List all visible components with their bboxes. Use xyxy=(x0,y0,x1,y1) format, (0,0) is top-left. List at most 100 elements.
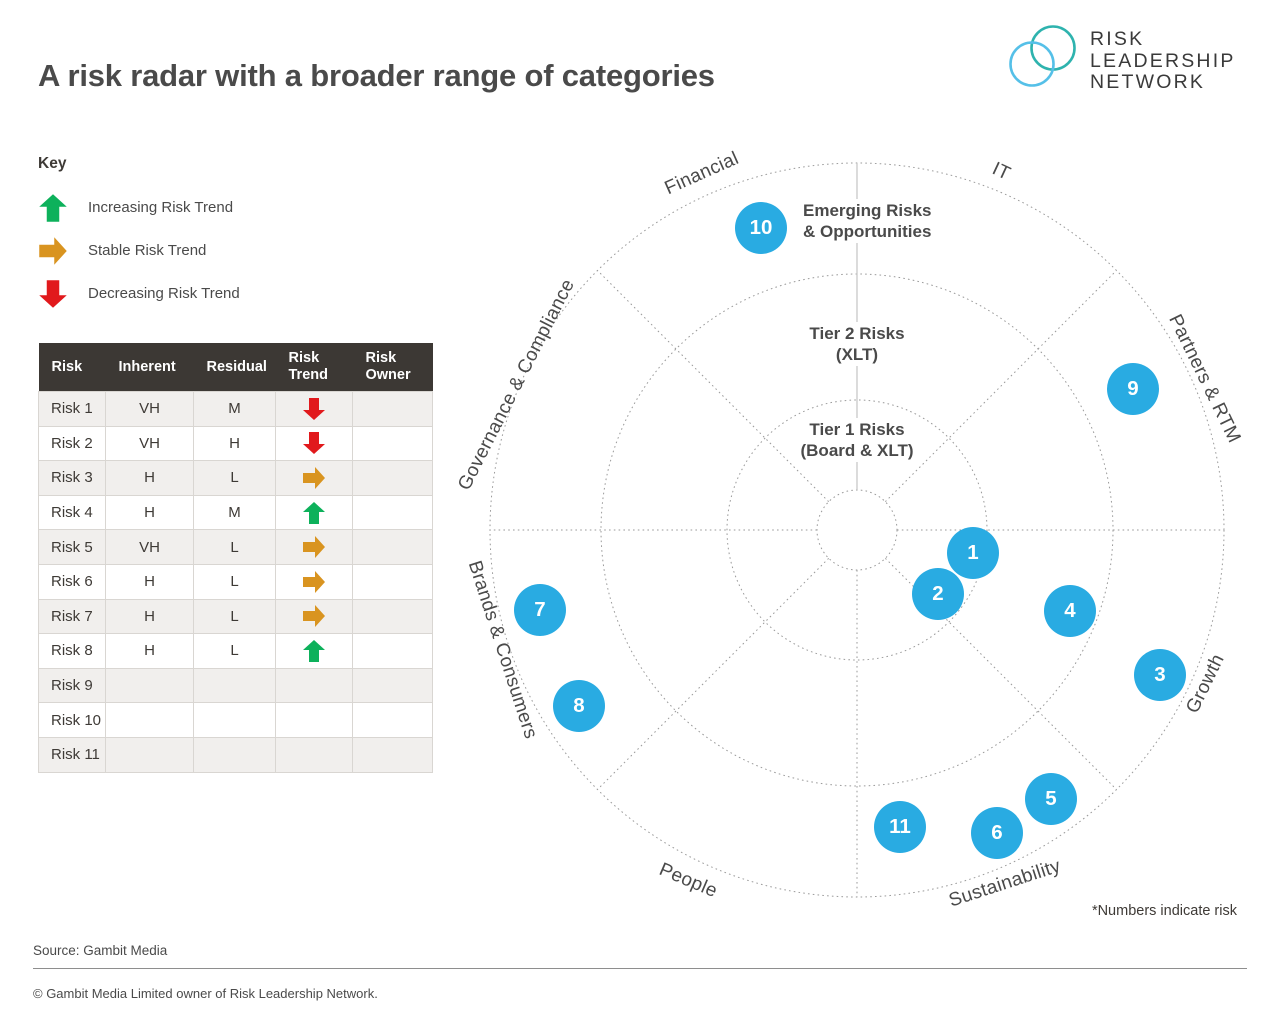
risk-cell: Risk 4 xyxy=(38,494,106,531)
risk-bubble-11: 11 xyxy=(874,801,926,853)
risk-bubble-10: 10 xyxy=(735,202,787,254)
tier1-ring-label: Tier 1 Risks (Board & XLT) xyxy=(797,418,917,462)
legend-item-label: Decreasing Risk Trend xyxy=(88,285,240,302)
sector-divider-line xyxy=(884,270,1117,503)
legend-item-increasing: Increasing Risk Trend xyxy=(38,192,240,223)
owner-cell xyxy=(352,425,433,462)
residual-cell xyxy=(193,736,276,773)
inherent-cell: H xyxy=(105,494,194,531)
header-risk-trend: Risk Trend xyxy=(275,343,353,392)
risk-cell: Risk 7 xyxy=(38,598,106,635)
inherent-cell: H xyxy=(105,563,194,600)
trend-cell xyxy=(275,529,353,565)
page-title: A risk radar with a broader range of cat… xyxy=(38,58,715,93)
outer-ring-label: Emerging Risks & Opportunities xyxy=(800,199,935,243)
ring-hub xyxy=(816,489,898,571)
logo-wordmark: RISK LEADERSHIP NETWORK xyxy=(1090,28,1236,94)
tier2-ring-label-line1: Tier 2 Risks xyxy=(809,324,905,343)
copyright-text: © Gambit Media Limited owner of Risk Lea… xyxy=(33,986,378,1001)
trend-cell xyxy=(275,633,353,669)
legend: Key Increasing Risk Trend Stable Risk Tr… xyxy=(38,155,240,321)
legend-item-label: Stable Risk Trend xyxy=(88,242,207,259)
legend-item-stable: Stable Risk Trend xyxy=(38,235,240,266)
residual-cell xyxy=(193,702,276,738)
legend-title: Key xyxy=(38,155,67,172)
owner-cell xyxy=(352,529,433,565)
risk-bubble-2: 2 xyxy=(912,568,964,620)
legend-item-label: Increasing Risk Trend xyxy=(88,199,234,216)
risk-cell: Risk 8 xyxy=(38,633,106,669)
risk-bubble-6: 6 xyxy=(971,807,1023,859)
residual-cell: M xyxy=(193,391,276,427)
trend-cell xyxy=(275,494,353,531)
increasing-trend-arrow-icon xyxy=(38,192,68,223)
table-row: Risk 10 xyxy=(38,702,433,738)
tier2-ring-label: Tier 2 Risks (XLT) xyxy=(806,322,908,366)
risk-leadership-network-logo-icon xyxy=(1009,25,1076,87)
owner-cell xyxy=(352,736,433,773)
owner-cell xyxy=(352,633,433,669)
up-trend-arrow-icon xyxy=(303,639,325,662)
inherent-cell: H xyxy=(105,460,194,496)
residual-cell: L xyxy=(193,633,276,669)
owner-cell xyxy=(352,460,433,496)
residual-cell: L xyxy=(193,529,276,565)
residual-cell: L xyxy=(193,563,276,600)
risk-table: Risk Inherent Residual Risk Trend Risk O… xyxy=(38,343,433,773)
inherent-cell xyxy=(105,702,194,738)
stable-trend-arrow-icon xyxy=(303,570,325,593)
sector-divider-line xyxy=(597,557,830,790)
tier1-ring-label-line1: Tier 1 Risks xyxy=(809,420,905,439)
down-trend-arrow-icon xyxy=(303,397,325,420)
risk-bubble-4: 4 xyxy=(1044,585,1096,637)
inherent-cell: H xyxy=(105,598,194,635)
trend-cell xyxy=(275,736,353,773)
legend-item-decreasing: Decreasing Risk Trend xyxy=(38,278,240,309)
inherent-cell: VH xyxy=(105,425,194,462)
risk-cell: Risk 1 xyxy=(38,391,106,427)
radar-chart xyxy=(489,162,1225,898)
header-inherent: Inherent xyxy=(105,343,194,392)
residual-cell: L xyxy=(193,598,276,635)
decreasing-trend-arrow-icon xyxy=(38,278,68,309)
logo-circle-blue xyxy=(1009,41,1055,87)
tier1-ring-label-line2: (Board & XLT) xyxy=(800,441,914,460)
residual-cell: M xyxy=(193,494,276,531)
trend-cell xyxy=(275,460,353,496)
owner-cell xyxy=(352,598,433,635)
trend-cell xyxy=(275,598,353,635)
risk-cell: Risk 11 xyxy=(38,736,106,773)
risk-cell: Risk 3 xyxy=(38,460,106,496)
stable-trend-arrow-icon xyxy=(303,605,325,628)
trend-cell xyxy=(275,563,353,600)
risk-bubble-5: 5 xyxy=(1025,773,1077,825)
up-trend-arrow-icon xyxy=(303,501,325,524)
header-risk: Risk xyxy=(38,343,106,392)
owner-cell xyxy=(352,702,433,738)
residual-cell xyxy=(193,667,276,704)
risk-cell: Risk 6 xyxy=(38,563,106,600)
risk-bubble-8: 8 xyxy=(553,680,605,732)
residual-cell: H xyxy=(193,425,276,462)
risk-cell: Risk 10 xyxy=(38,702,106,738)
risk-cell: Risk 9 xyxy=(38,667,106,704)
stable-trend-arrow-icon xyxy=(38,235,68,266)
risk-bubble-1: 1 xyxy=(947,527,999,579)
table-row: Risk 9 xyxy=(38,667,433,704)
risk-table-header: Risk Inherent Residual Risk Trend Risk O… xyxy=(38,343,433,392)
logo-line: LEADERSHIP xyxy=(1090,49,1236,72)
logo-line: NETWORK xyxy=(1090,71,1206,93)
owner-cell xyxy=(352,494,433,531)
owner-cell xyxy=(352,667,433,704)
table-row: Risk 11 xyxy=(38,736,433,773)
risk-cell: Risk 2 xyxy=(38,425,106,462)
risk-cell: Risk 5 xyxy=(38,529,106,565)
inherent-cell xyxy=(105,667,194,704)
owner-cell xyxy=(352,563,433,600)
